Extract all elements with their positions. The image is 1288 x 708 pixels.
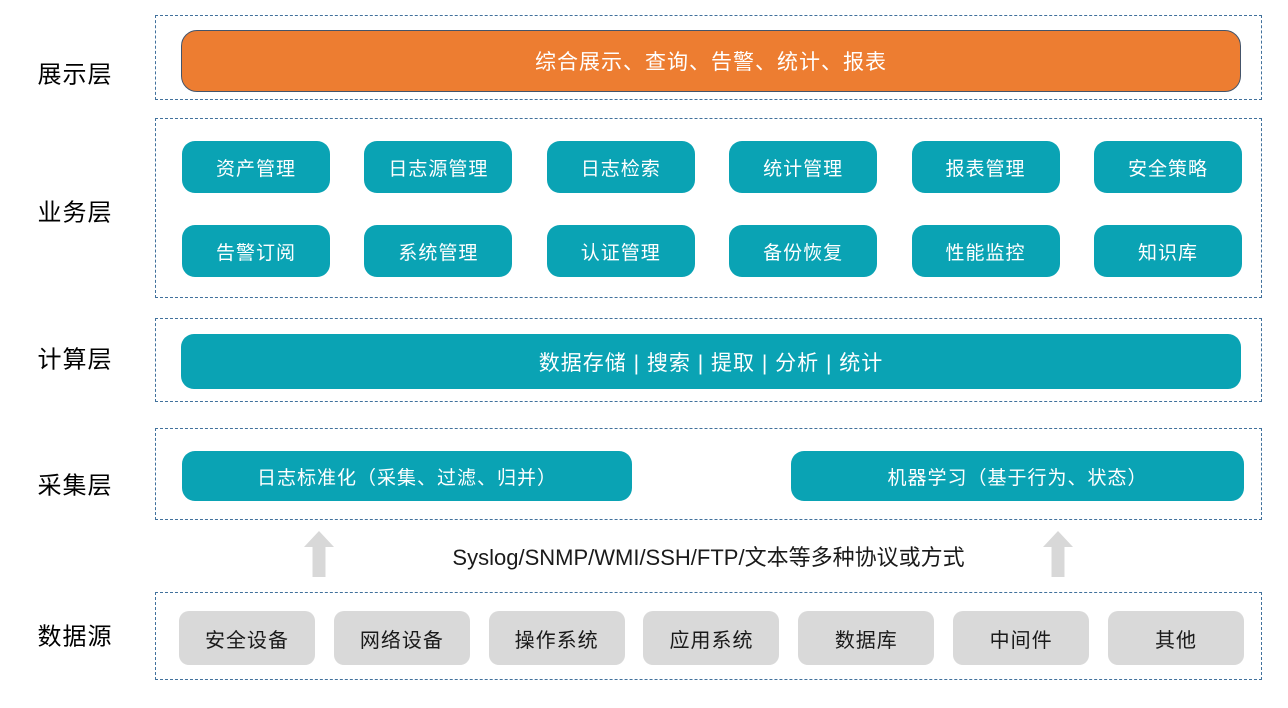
- datasource-row: 安全设备 网络设备 操作系统 应用系统 数据库 中间件 其他: [179, 611, 1244, 665]
- datasource-layer-container: 安全设备 网络设备 操作系统 应用系统 数据库 中间件 其他: [155, 592, 1262, 680]
- layer-label-datasource: 数据源: [37, 623, 113, 651]
- business-box-report-management: 报表管理: [911, 141, 1060, 193]
- business-box-statistics-management: 统计管理: [729, 141, 878, 193]
- layer-label-collection: 采集层: [37, 472, 113, 500]
- presentation-box: 综合展示、查询、告警、统计、报表: [181, 30, 1241, 92]
- datasource-box-application-system: 应用系统: [643, 611, 780, 665]
- layer-label-computing: 计算层: [37, 346, 113, 374]
- business-box-auth-management: 认证管理: [546, 225, 695, 277]
- layer-label-presentation: 展示层: [37, 61, 113, 89]
- collection-box-log-normalization: 日志标准化（采集、过滤、归并）: [182, 451, 632, 501]
- datasource-box-other: 其他: [1107, 611, 1244, 665]
- business-row-2: 告警订阅 系统管理 认证管理 备份恢复 性能监控 知识库: [182, 225, 1242, 277]
- computing-layer-container: 数据存储 | 搜索 | 提取 | 分析 | 统计: [155, 318, 1262, 402]
- business-row-1: 资产管理 日志源管理 日志检索 统计管理 报表管理 安全策略: [182, 141, 1242, 193]
- datasource-box-database: 数据库: [798, 611, 935, 665]
- up-arrow-icon: [304, 531, 334, 577]
- business-box-log-source-management: 日志源管理: [364, 141, 513, 193]
- layer-label-business: 业务层: [37, 199, 113, 227]
- protocol-note: Syslog/SNMP/WMI/SSH/FTP/文本等多种协议或方式: [452, 545, 965, 570]
- datasource-box-security-device: 安全设备: [179, 611, 315, 665]
- business-box-alert-subscription: 告警订阅: [182, 225, 330, 277]
- business-box-performance-monitor: 性能监控: [911, 225, 1060, 277]
- business-box-asset-management: 资产管理: [182, 141, 330, 193]
- business-box-backup-recovery: 备份恢复: [729, 225, 878, 277]
- protocol-band: Syslog/SNMP/WMI/SSH/FTP/文本等多种协议或方式: [0, 528, 1288, 584]
- business-box-system-management: 系统管理: [364, 225, 513, 277]
- presentation-layer-container: 综合展示、查询、告警、统计、报表: [155, 15, 1262, 100]
- datasource-box-operating-system: 操作系统: [488, 611, 625, 665]
- business-box-security-policy: 安全策略: [1093, 141, 1242, 193]
- collection-layer-container: 日志标准化（采集、过滤、归并） 机器学习（基于行为、状态）: [155, 428, 1262, 520]
- datasource-box-network-device: 网络设备: [333, 611, 470, 665]
- computing-box: 数据存储 | 搜索 | 提取 | 分析 | 统计: [181, 334, 1241, 389]
- business-box-knowledge-base: 知识库: [1093, 225, 1242, 277]
- up-arrow-icon: [1043, 531, 1073, 577]
- business-box-log-search: 日志检索: [546, 141, 695, 193]
- collection-box-machine-learning: 机器学习（基于行为、状态）: [791, 451, 1244, 501]
- business-layer-container: 资产管理 日志源管理 日志检索 统计管理 报表管理 安全策略 告警订阅 系统管理…: [155, 118, 1262, 298]
- datasource-box-middleware: 中间件: [953, 611, 1090, 665]
